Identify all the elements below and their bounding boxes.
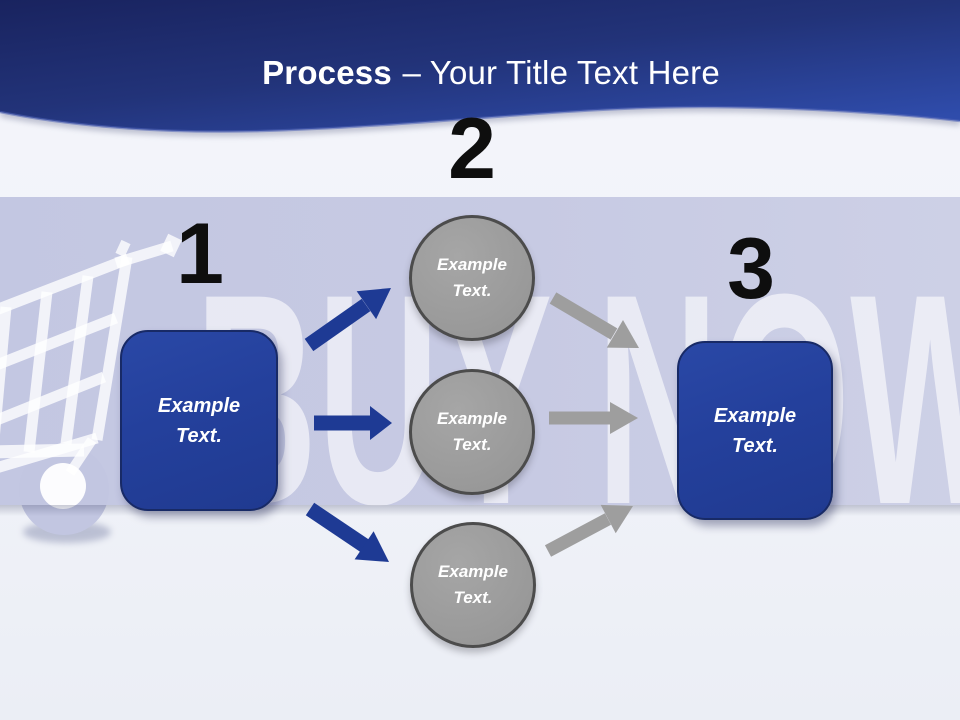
gray-arrows (544, 292, 639, 557)
title-emphasis: Process (262, 54, 392, 91)
process-circle-middle-label: Example Text. (437, 408, 507, 454)
process-circle-bottom: Example Text. (410, 522, 536, 648)
start-box-label: Example Text. (157, 394, 241, 447)
arrow-gray-from-top-circle-icon (549, 292, 639, 348)
header-wave-fill (0, 0, 960, 132)
process-circle-middle: Example Text. (409, 369, 535, 495)
start-box: Example Text. (120, 330, 278, 511)
process-circle-bottom-label: Example Text. (438, 561, 508, 607)
arrow-gray-from-middle-circle-icon (549, 402, 638, 434)
shopping-cart-icon (0, 233, 182, 509)
arrow-blue-to-middle-circle-icon (314, 406, 392, 440)
slide-title: Process – Your Title Text Here (0, 54, 960, 92)
header-wave-highlight (0, 105, 960, 133)
process-circle-top: Example Text. (409, 215, 535, 341)
step-number-2: 2 (448, 101, 496, 197)
arrow-blue-to-top-circle-icon (304, 288, 391, 352)
step-number-3: 3 (727, 221, 775, 317)
arrow-gray-from-bottom-circle-icon (544, 504, 633, 557)
process-circle-top-label: Example Text. (437, 254, 507, 300)
end-box-label: Example Text. (713, 404, 797, 457)
arrow-blue-to-bottom-circle-icon (305, 502, 389, 562)
band-bottom-shadow (0, 505, 960, 516)
title-rest: – Your Title Text Here (402, 54, 720, 91)
blue-arrows (304, 288, 392, 562)
step-number-1: 1 (176, 206, 224, 302)
header-wave (0, 0, 960, 137)
end-box: Example Text. (677, 341, 833, 520)
